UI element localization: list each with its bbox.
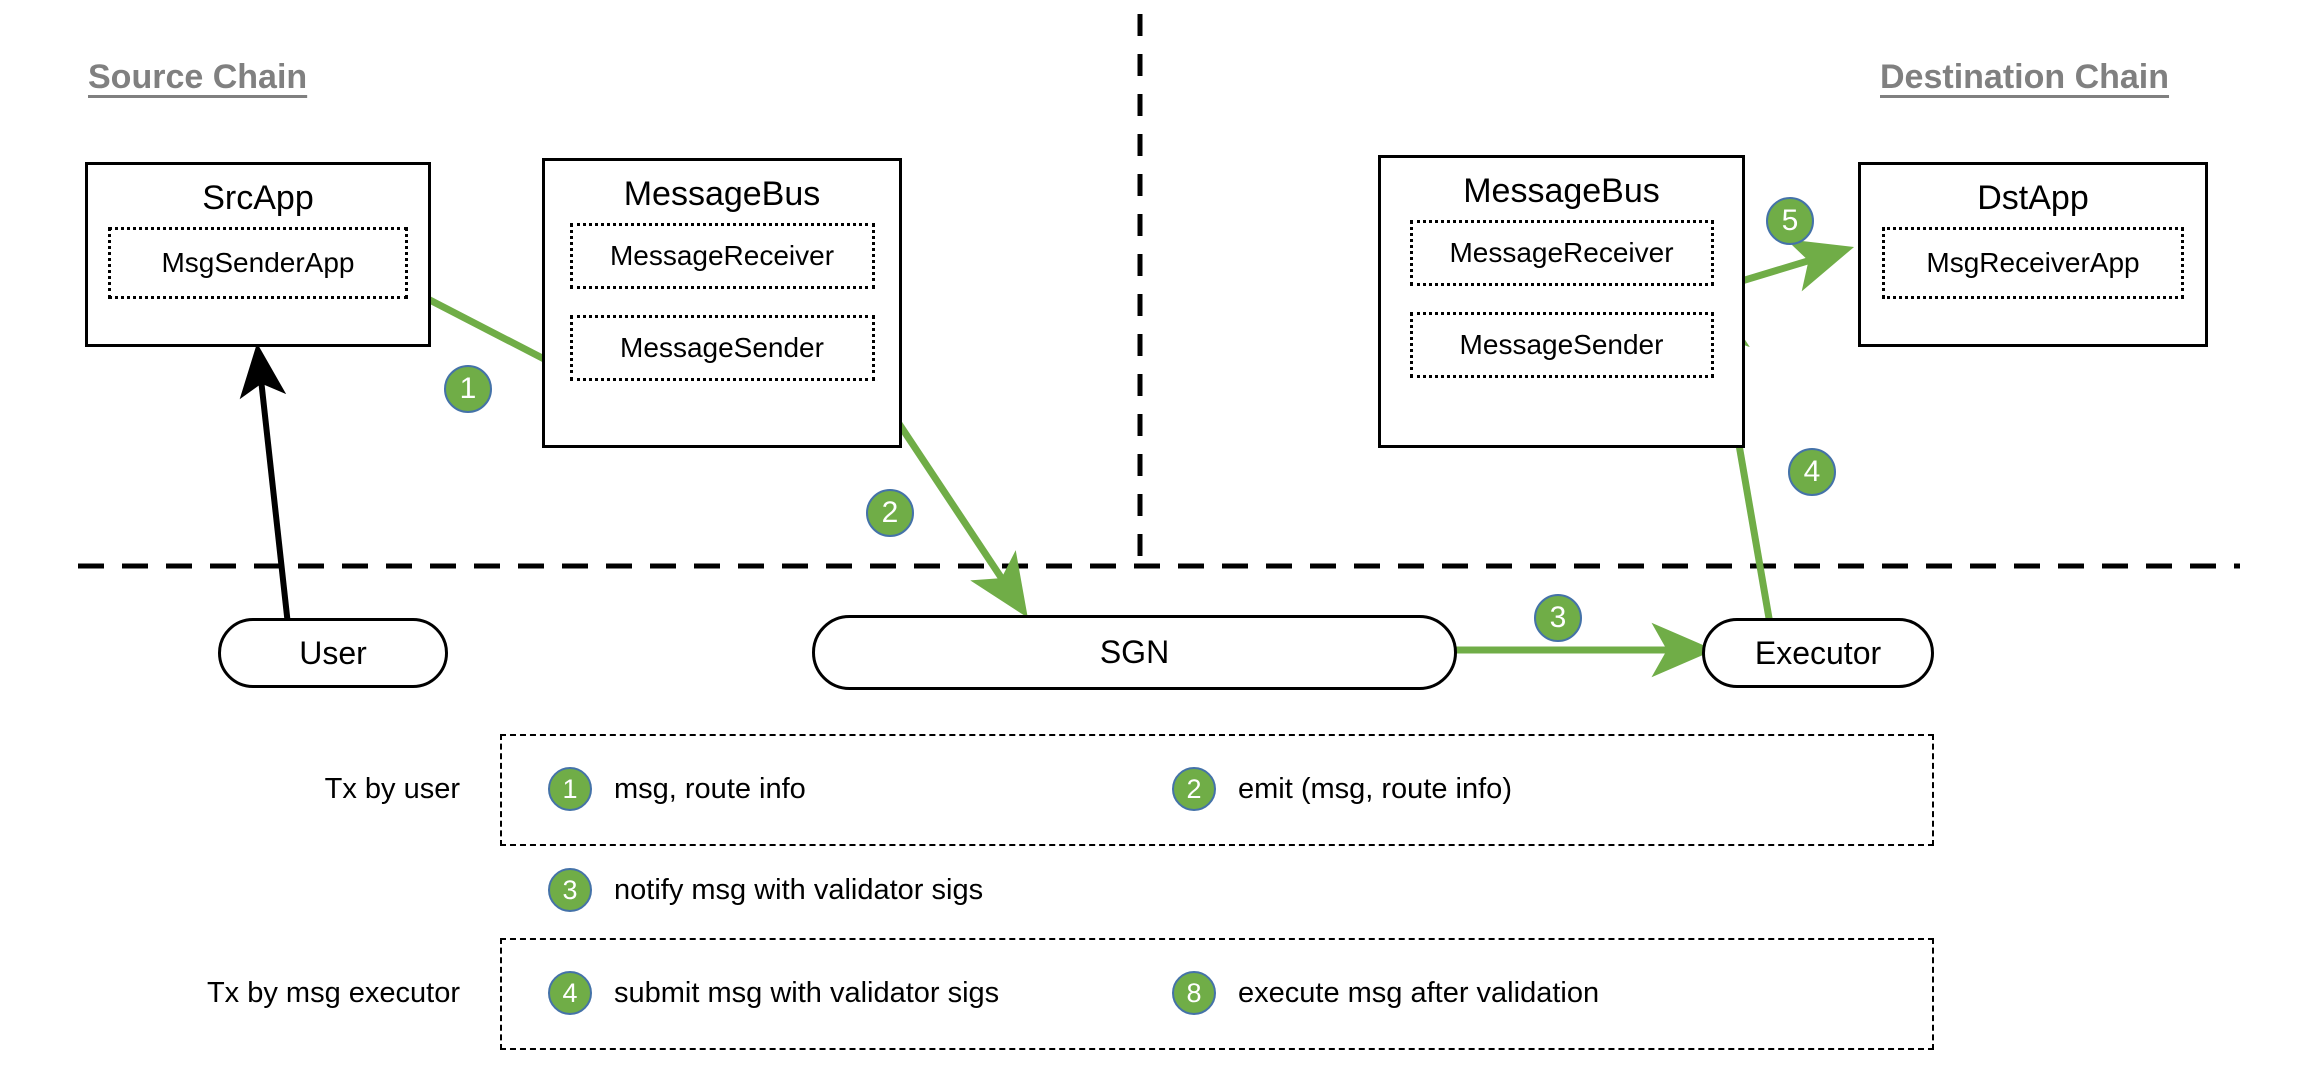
src-app-title: SrcApp <box>202 179 314 217</box>
legend-item-1[interactable]: 1 msg, route info <box>548 767 806 811</box>
node-sgn[interactable]: SGN <box>812 615 1457 690</box>
dst-bus-sub-messagereceiver[interactable]: MessageReceiver <box>1409 219 1714 286</box>
source-chain-title: Source Chain <box>88 58 308 96</box>
src-bus-sub-messagereceiver[interactable]: MessageReceiver <box>569 222 875 289</box>
legend-badge-8: 8 <box>1172 971 1216 1015</box>
legend-badge-2: 2 <box>1172 767 1216 811</box>
legend-text-4: submit msg with validator sigs <box>614 976 1000 1009</box>
flow-badge-3[interactable]: 3 <box>1534 594 1582 642</box>
dst-message-bus-title: MessageBus <box>1463 172 1660 210</box>
dst-bus-sub-messagesender[interactable]: MessageSender <box>1409 311 1714 378</box>
legend-text-3: notify msg with validator sigs <box>614 873 984 906</box>
legend-text-1: msg, route info <box>614 772 806 805</box>
dst-app-sub-msgreceiverapp[interactable]: MsgReceiverApp <box>1882 226 2184 299</box>
src-app-sub-msgsenderapp[interactable]: MsgSenderApp <box>108 226 408 299</box>
legend-item-8[interactable]: 8 execute msg after validation <box>1172 971 1599 1015</box>
src-bus-sub-messagesender[interactable]: MessageSender <box>569 314 875 381</box>
destination-chain-title: Destination Chain <box>1880 58 2170 96</box>
flow-badge-2[interactable]: 2 <box>866 489 914 537</box>
node-src-message-bus[interactable]: MessageBus MessageReceiver MessageSender <box>542 158 902 448</box>
legend-text-2: emit (msg, route info) <box>1238 772 1512 805</box>
legend-badge-3: 3 <box>548 868 592 912</box>
node-executor[interactable]: Executor <box>1702 618 1934 688</box>
flow-badge-4[interactable]: 4 <box>1788 448 1836 496</box>
arrow-user-to-srcapp <box>239 343 291 626</box>
legend-item-3[interactable]: 3 notify msg with validator sigs <box>548 868 983 912</box>
legend-label-tx-by-msg-executor: Tx by msg executor <box>206 977 460 1009</box>
node-src-app[interactable]: SrcApp MsgSenderApp <box>85 162 431 347</box>
legend-text-8: execute msg after validation <box>1238 976 1600 1009</box>
legend-label-tx-by-user: Tx by user <box>324 773 460 805</box>
node-dst-app[interactable]: DstApp MsgReceiverApp <box>1858 162 2208 347</box>
dst-app-title: DstApp <box>1977 179 2089 217</box>
legend-frame-tx-by-msg-executor <box>500 938 1934 1050</box>
src-message-bus-title: MessageBus <box>623 175 821 213</box>
legend-badge-4: 4 <box>548 971 592 1015</box>
flow-badge-1[interactable]: 1 <box>444 365 492 413</box>
legend-item-4[interactable]: 4 submit msg with validator sigs <box>548 971 999 1015</box>
legend-badge-1: 1 <box>548 767 592 811</box>
legend-item-2[interactable]: 2 emit (msg, route info) <box>1172 767 1512 811</box>
node-user[interactable]: User <box>218 618 448 688</box>
flow-badge-5[interactable]: 5 <box>1766 197 1814 245</box>
node-dst-message-bus[interactable]: MessageBus MessageReceiver MessageSender <box>1378 155 1745 448</box>
legend-frame-tx-by-user <box>500 734 1934 846</box>
